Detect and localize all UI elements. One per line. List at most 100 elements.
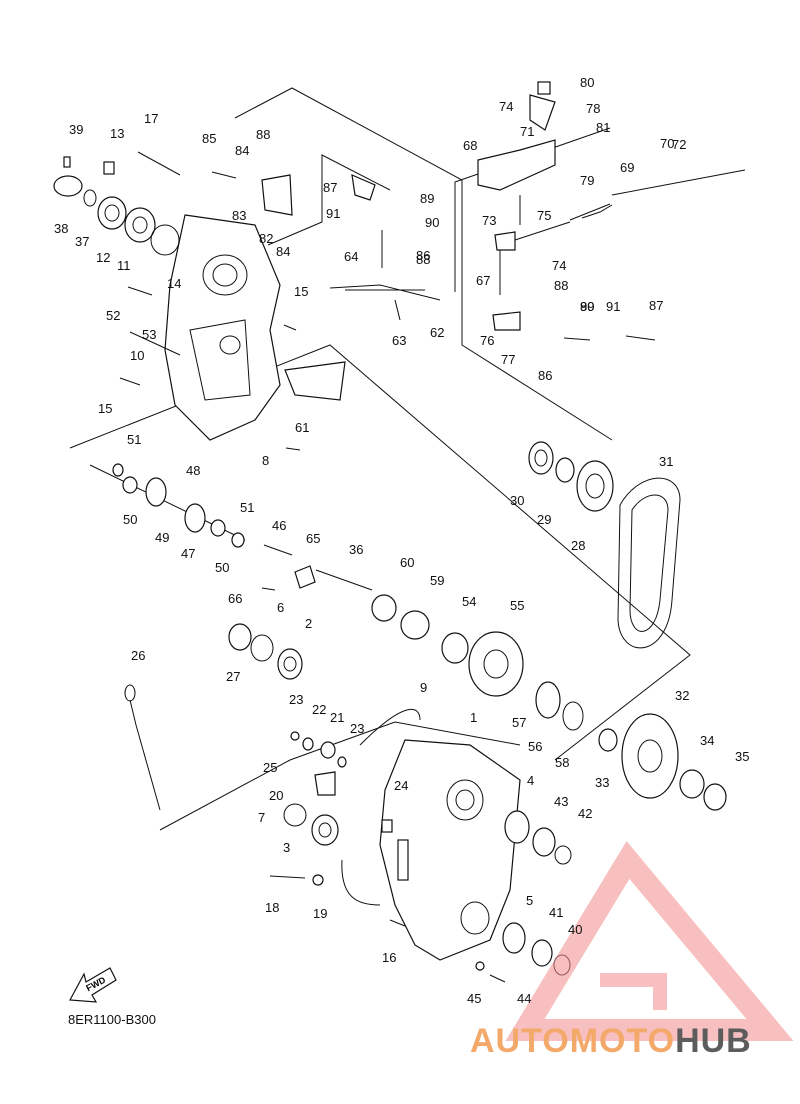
callout-label: 63 <box>392 333 406 348</box>
callout-label: 80 <box>580 75 594 90</box>
callout-label: 57 <box>512 715 526 730</box>
callout-label: 56 <box>528 739 542 754</box>
callout-label: 54 <box>462 594 476 609</box>
shift-linkage <box>261 174 425 451</box>
callout-label: 30 <box>510 493 524 508</box>
main-case <box>341 708 521 961</box>
callout-label: 51 <box>240 500 254 515</box>
callout-label: 45 <box>467 991 481 1006</box>
left-case-cover <box>164 214 281 441</box>
callout-label: 58 <box>555 755 569 770</box>
callout-label: 36 <box>349 542 363 557</box>
callout-label: 69 <box>620 160 634 175</box>
callout-label: 50 <box>123 512 137 527</box>
callout-label: 38 <box>54 221 68 236</box>
callout-label: 22 <box>312 702 326 717</box>
callout-label: 68 <box>463 138 477 153</box>
callout-label: 12 <box>96 250 110 265</box>
callout-label: 16 <box>382 950 396 965</box>
callout-label: 9 <box>420 680 427 695</box>
callout-label: 66 <box>228 591 242 606</box>
callout-label: 1 <box>470 710 477 725</box>
callout-label: 73 <box>482 213 496 228</box>
callout-label: 64 <box>344 249 358 264</box>
callout-label: 79 <box>580 173 594 188</box>
callout-label: 4 <box>527 773 534 788</box>
callout-label: 87 <box>649 298 663 313</box>
lower-left-parts <box>283 731 393 886</box>
callout-label: 87 <box>323 180 337 195</box>
callout-label: 84 <box>276 244 290 259</box>
callout-label: 90 <box>425 215 439 230</box>
callout-label: 26 <box>131 648 145 663</box>
callout-label: 3 <box>283 840 290 855</box>
callout-label: 88 <box>256 127 270 142</box>
drive-chain-assembly <box>528 441 681 649</box>
callout-label: 90 <box>580 299 594 314</box>
callout-label: 77 <box>501 352 515 367</box>
callout-label: 91 <box>606 299 620 314</box>
callout-label: 75 <box>537 208 551 223</box>
callout-label: 29 <box>537 512 551 527</box>
callout-label: 49 <box>155 530 169 545</box>
callout-label: 2 <box>305 616 312 631</box>
callout-label: 74 <box>499 99 513 114</box>
callout-label: 82 <box>259 231 273 246</box>
callout-label: 47 <box>181 546 195 561</box>
callout-label: 23 <box>350 721 364 736</box>
callout-label: 34 <box>700 733 714 748</box>
callout-label: 72 <box>672 137 686 152</box>
callout-label: 76 <box>480 333 494 348</box>
callout-label: 67 <box>476 273 490 288</box>
watermark-brand: AUTOMOTOHUB <box>470 1022 752 1061</box>
callout-label: 59 <box>430 573 444 588</box>
callout-label: 23 <box>289 692 303 707</box>
callout-label: 41 <box>549 905 563 920</box>
callout-label: 35 <box>735 749 749 764</box>
callout-label: 42 <box>578 806 592 821</box>
fwd-arrow-icon: FWD <box>69 967 117 1003</box>
callout-label: 10 <box>130 348 144 363</box>
watermark-accent-text: AUTOMOTO <box>470 1022 676 1060</box>
callout-label: 44 <box>517 991 531 1006</box>
linkage-assembly-right <box>477 81 746 331</box>
callout-label: 40 <box>568 922 582 937</box>
callout-label: 84 <box>235 143 249 158</box>
callout-label: 13 <box>110 126 124 141</box>
callout-label: 31 <box>659 454 673 469</box>
callout-label: 65 <box>306 531 320 546</box>
assembly-outline-lines <box>69 87 691 831</box>
upper-left-bearings <box>53 156 180 256</box>
watermark-dark-text: HUB <box>675 1022 752 1060</box>
dipstick <box>124 684 161 811</box>
callout-label: 89 <box>420 191 434 206</box>
bolts <box>119 151 656 983</box>
callout-label: 21 <box>330 710 344 725</box>
callout-label: 11 <box>117 258 131 273</box>
callout-label: 48 <box>186 463 200 478</box>
idler-gears <box>112 463 293 556</box>
callout-label: 8 <box>262 453 269 468</box>
callout-label: 70 <box>660 136 674 151</box>
callout-label: 37 <box>75 234 89 249</box>
callout-label: 18 <box>265 900 279 915</box>
callout-label: 88 <box>416 252 430 267</box>
callout-label: 39 <box>69 122 83 137</box>
diagram-code: 8ER1100-B300 <box>68 1012 156 1027</box>
automotohub-logo-icon <box>505 841 794 1041</box>
callout-label: 14 <box>167 276 181 291</box>
callout-label: 74 <box>552 258 566 273</box>
callout-label: 83 <box>232 208 246 223</box>
callout-label: 27 <box>226 669 240 684</box>
main-shaft-stack <box>294 565 584 731</box>
callout-label: 88 <box>554 278 568 293</box>
callout-label: 5 <box>526 893 533 908</box>
callout-label: 55 <box>510 598 524 613</box>
callout-label: 86 <box>416 248 430 263</box>
callout-label: 50 <box>215 560 229 575</box>
callout-label: 20 <box>269 788 283 803</box>
callout-label: 78 <box>586 101 600 116</box>
callout-label: 61 <box>295 420 309 435</box>
callout-label: 71 <box>520 124 534 139</box>
